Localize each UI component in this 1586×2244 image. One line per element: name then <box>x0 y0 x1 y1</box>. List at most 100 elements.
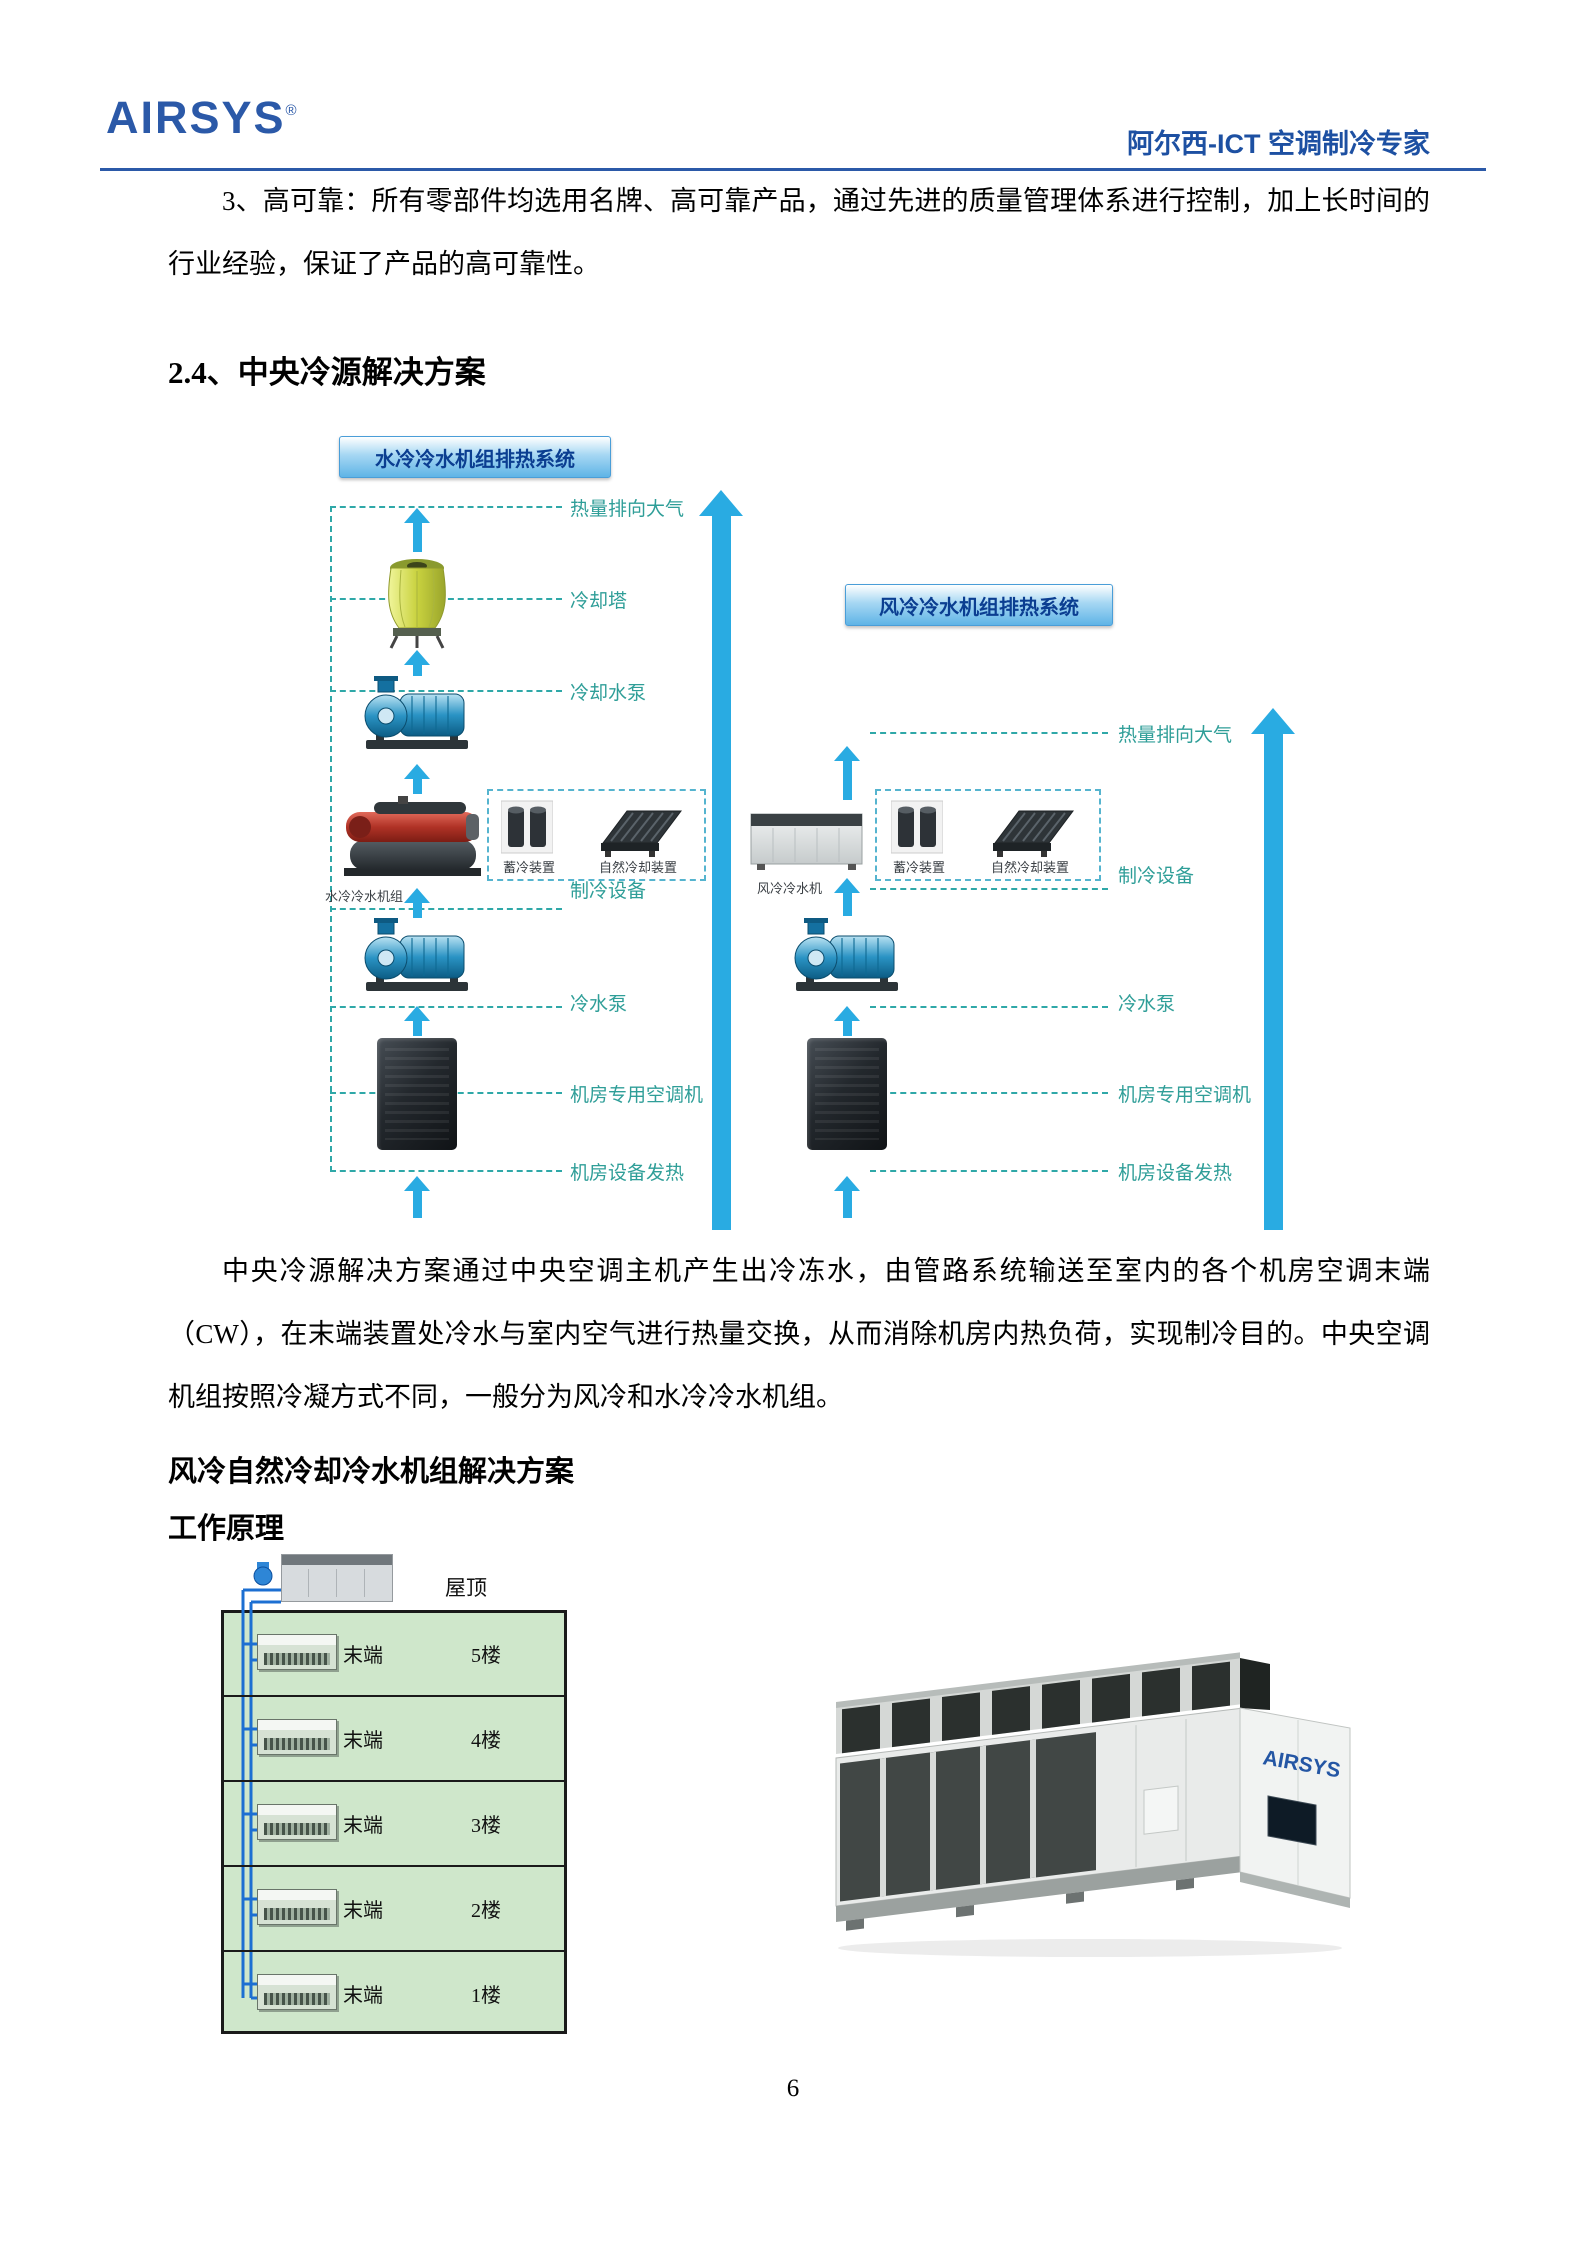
label-crac-right: 机房专用空调机 <box>1118 1085 1252 1106</box>
level-divider <box>870 1170 1108 1172</box>
label-chilled-water-pump-right: 冷水泵 <box>1118 994 1176 1015</box>
level-divider <box>330 1006 562 1008</box>
level-divider <box>870 732 1108 734</box>
level-divider <box>870 888 1108 890</box>
intro-paragraph: 3、高可靠：所有零部件均选用名牌、高可靠产品，通过先进的质量管理体系进行控制，加… <box>168 186 1430 279</box>
ice-storage-figure <box>890 799 944 855</box>
level-divider <box>330 598 562 600</box>
free-cooling-figure <box>989 803 1077 857</box>
terminal-label: 末端 <box>343 1985 383 2007</box>
heat-flow-arrow-right <box>1251 708 1295 1230</box>
label-cooling-water-pump: 冷却水泵 <box>570 683 647 704</box>
free-cooling-figure <box>597 803 685 857</box>
aircooled-chiller-illustration: AIRSYS <box>835 1652 1351 1957</box>
floor-label: 5楼 <box>471 1645 501 1667</box>
airsys-logo: AIRSYS® <box>106 92 299 144</box>
header-divider <box>100 168 1486 171</box>
terminal-label: 末端 <box>343 1645 383 1667</box>
up-arrow <box>834 878 860 916</box>
terminal-label: 末端 <box>343 1900 383 1922</box>
label-room-heat-left: 机房设备发热 <box>570 1163 685 1184</box>
label-room-heat-right: 机房设备发热 <box>1118 1163 1233 1184</box>
floor-label: 1楼 <box>471 1985 501 2007</box>
control-screen <box>1267 1795 1317 1846</box>
label-refrigeration-equipment-right: 制冷设备 <box>1118 866 1195 887</box>
chilled-water-pump-left-figure <box>362 918 472 996</box>
up-arrow <box>834 1006 860 1036</box>
section-paragraph: 中央冷源解决方案通过中央空调主机产生出冷冻水，由管路系统输送至室内的各个机房空调… <box>168 1256 1430 1412</box>
terminal-unit <box>257 1719 337 1755</box>
water-chiller-figure <box>340 794 485 882</box>
up-arrow <box>834 1176 860 1218</box>
water-chiller-icon <box>344 796 481 876</box>
level-divider <box>870 1006 1108 1008</box>
chilled-water-pump-right-figure <box>792 918 902 996</box>
ice-storage-icon <box>890 800 944 854</box>
pump-icon <box>364 918 468 991</box>
level-divider <box>330 908 562 910</box>
sub-heading-aircooled-solution: 风冷自然冷却冷水机组解决方案 <box>168 1456 575 1488</box>
crac-cabinet-left <box>377 1038 457 1150</box>
ice-storage-caption: 蓄冷装置 <box>893 860 946 875</box>
sub-heading-working-principle: 工作原理 <box>168 1513 285 1545</box>
pump-icon <box>794 918 898 991</box>
ice-storage-figure <box>500 799 554 855</box>
free-cooling-caption: 自然冷却装置 <box>991 860 1070 875</box>
level-divider <box>330 690 562 692</box>
up-arrow <box>404 508 430 552</box>
label-heat-to-atmosphere-right: 热量排向大气 <box>1118 725 1233 746</box>
level-divider <box>330 1170 562 1172</box>
up-arrow <box>404 1006 430 1036</box>
options-box-left: 蓄冷装置 自然冷却装置 <box>487 789 706 881</box>
water-system-title: 水冷冷水机组排热系统 <box>339 436 611 478</box>
options-box-right: 蓄冷装置 自然冷却装置 <box>875 789 1101 881</box>
airsys-logo-text: AIRSYS <box>106 92 286 143</box>
header-tagline: 阿尔西-ICT 空调制冷专家 <box>1127 129 1430 159</box>
ice-storage-caption: 蓄冷装置 <box>503 860 556 875</box>
floor-label: 4楼 <box>471 1730 501 1752</box>
aircooled-chiller-photo: AIRSYS <box>818 1648 1363 1968</box>
free-cooling-icon <box>993 810 1074 857</box>
level-divider <box>330 506 332 1172</box>
cooling-tower-figure <box>369 554 465 650</box>
registered-mark: ® <box>285 102 299 119</box>
up-arrow <box>404 650 430 676</box>
water-chiller-caption: 水冷冷水机组 <box>325 889 404 904</box>
level-divider <box>870 1092 1108 1094</box>
level-divider <box>330 506 562 508</box>
air-chiller-icon <box>750 813 863 870</box>
terminal-unit <box>257 1804 337 1840</box>
floor-label: 3楼 <box>471 1815 501 1837</box>
floor-slab <box>221 1865 567 1867</box>
floor-slab <box>221 1950 567 1952</box>
air-chiller-caption: 风冷冷水机 <box>757 881 823 896</box>
label-heat-to-atmosphere-left: 热量排向大气 <box>570 499 685 520</box>
terminal-unit <box>257 1889 337 1925</box>
label-cooling-tower: 冷却塔 <box>570 591 628 612</box>
terminal-unit <box>257 1634 337 1670</box>
floor-slab <box>221 1780 567 1782</box>
central-cooling-diagram: 水冷冷水机组排热系统 风冷冷水机组排热系统 <box>325 428 1315 1240</box>
label-refrigeration-equipment-left: 制冷设备 <box>570 881 647 902</box>
air-system-title: 风冷冷水机组排热系统 <box>845 584 1113 626</box>
up-arrow <box>404 888 430 918</box>
label-chilled-water-pump-left: 冷水泵 <box>570 994 628 1015</box>
label-crac-left: 机房专用空调机 <box>570 1085 704 1106</box>
up-arrow <box>404 764 430 794</box>
up-arrow <box>834 746 860 800</box>
terminal-unit <box>257 1974 337 2010</box>
ice-storage-icon <box>500 800 554 854</box>
floor-label: 2楼 <box>471 1900 501 1922</box>
pump-icon <box>364 676 468 749</box>
section-heading: 2.4、中央冷源解决方案 <box>168 355 486 390</box>
rooftop-chiller <box>281 1554 393 1602</box>
free-cooling-icon <box>601 810 682 857</box>
floor-slab <box>221 1695 567 1697</box>
cooling-water-pump-figure <box>362 676 472 754</box>
crac-cabinet-right <box>807 1038 887 1150</box>
terminal-label: 末端 <box>343 1815 383 1837</box>
up-arrow <box>404 1176 430 1218</box>
roof-label: 屋顶 <box>445 1576 487 1600</box>
building-diagram: 屋顶 末端 5楼 末端 4楼 末端 3楼 末 <box>219 1548 569 2036</box>
